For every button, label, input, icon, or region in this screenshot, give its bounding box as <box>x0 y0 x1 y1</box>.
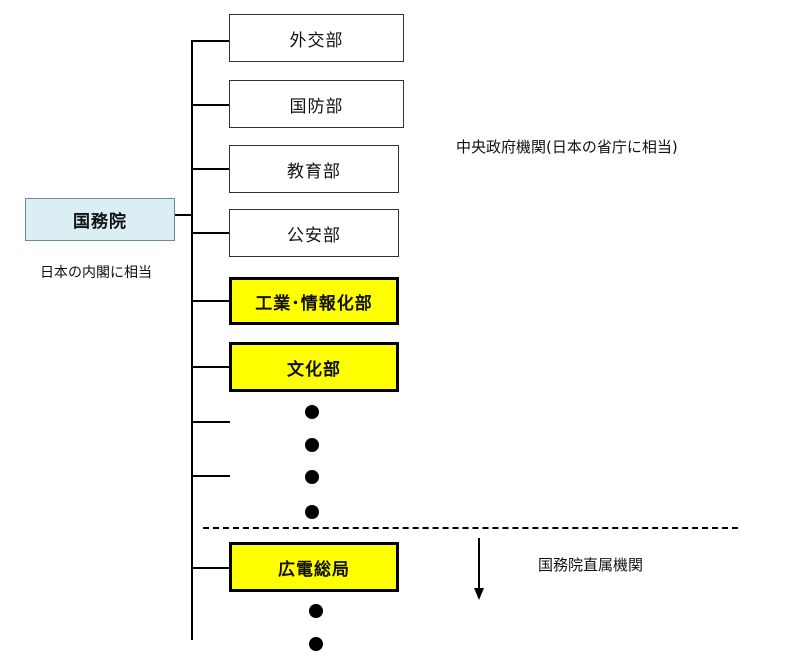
ministry-box-culture: 文化部 <box>229 342 399 392</box>
ellipsis-dot <box>309 604 323 618</box>
agency-box-radio-film-tv: 広電総局 <box>229 542 399 592</box>
root-note: 日本の内閣に相当 <box>40 265 152 281</box>
ministry-box-education: 教育部 <box>229 145 399 193</box>
ministry-label: 公安部 <box>287 225 341 246</box>
ministry-box-industry-information: 工業･情報化部 <box>229 277 399 325</box>
ministry-box-defense: 国防部 <box>229 80 404 128</box>
branch-connector <box>191 475 230 477</box>
root-label: 国務院 <box>73 212 127 232</box>
ministry-label: 文化部 <box>287 359 341 380</box>
branch-connector <box>191 232 230 234</box>
ellipsis-dot <box>305 470 319 484</box>
ellipsis-dot <box>305 405 319 419</box>
branch-connector <box>191 104 230 106</box>
root-node-state-council: 国務院 <box>25 198 175 241</box>
branch-connector <box>191 421 230 423</box>
ministry-box-foreign-affairs: 外交部 <box>229 14 404 62</box>
ministries-note: 中央政府機関(日本の省庁に相当) <box>456 138 678 156</box>
branch-connector <box>191 168 230 170</box>
ellipsis-dot <box>309 637 323 651</box>
ministry-label: 国防部 <box>289 96 344 117</box>
ministry-label: 工業･情報化部 <box>255 293 373 314</box>
branch-connector <box>191 300 230 302</box>
ellipsis-dot <box>305 505 319 519</box>
main-vertical-connector <box>191 40 193 640</box>
down-arrow-icon <box>474 538 484 600</box>
ministry-label: 教育部 <box>287 161 341 182</box>
branch-connector <box>191 366 230 368</box>
section-divider <box>203 527 738 529</box>
agency-label: 広電総局 <box>278 559 350 580</box>
direct-agencies-note: 国務院直属機関 <box>538 556 644 574</box>
root-connector <box>175 214 192 216</box>
branch-connector <box>191 40 230 42</box>
branch-connector <box>191 567 230 569</box>
ellipsis-dot <box>305 438 319 452</box>
ministry-label: 外交部 <box>289 30 344 51</box>
ministry-box-public-security: 公安部 <box>229 209 399 257</box>
